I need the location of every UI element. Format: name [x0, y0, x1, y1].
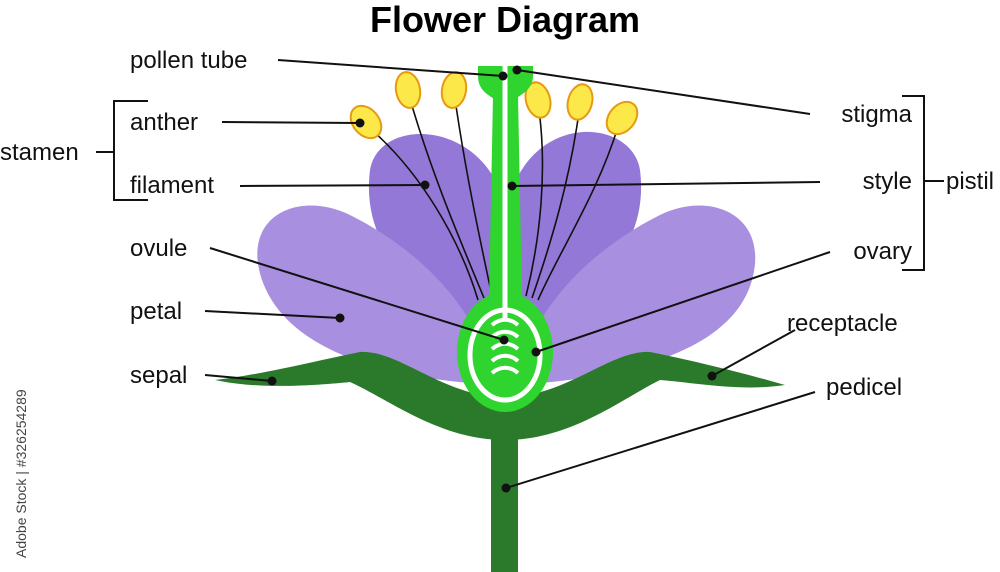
leader-dots — [267, 65, 717, 493]
leader-lines — [204, 59, 831, 489]
leader-pollen-tube — [277, 59, 504, 77]
leader-ovary — [535, 251, 831, 353]
label-filament: filament — [130, 172, 214, 199]
leader-stigma — [516, 69, 811, 115]
petal-front-right — [515, 205, 756, 385]
label-pedicel: pedicel — [826, 374, 902, 401]
label-petal: petal — [130, 298, 182, 325]
anther-5 — [566, 83, 594, 121]
leader-receptacle — [711, 329, 796, 377]
anther-1 — [349, 104, 383, 140]
anther-6 — [605, 100, 639, 136]
label-sepal: sepal — [130, 362, 187, 389]
ovules — [490, 317, 520, 375]
label-pistil: pistil — [946, 168, 994, 195]
anther-3 — [440, 71, 468, 109]
label-style: style — [863, 168, 912, 195]
leader-style — [511, 181, 821, 187]
sepal-receptacle — [215, 351, 785, 440]
petal-back-left — [368, 133, 500, 330]
label-ovary: ovary — [853, 238, 912, 265]
leader-sepal — [204, 374, 273, 382]
petal-front-left — [257, 205, 495, 385]
anther-4 — [524, 81, 552, 119]
stock-id: Adobe Stock | #326254289 — [13, 389, 29, 558]
labels: pollen tube anther filament stamen ovule… — [0, 47, 994, 401]
pistil-bracket — [902, 95, 925, 271]
label-ovule: ovule — [130, 235, 187, 262]
label-receptacle: receptacle — [787, 310, 898, 337]
anther-2 — [394, 71, 422, 109]
leader-petal — [204, 310, 341, 319]
leader-pedicel — [505, 391, 816, 489]
filaments — [365, 91, 621, 301]
pedicel-stem — [491, 420, 518, 572]
leader-filament — [239, 184, 426, 187]
diagram-title: Flower Diagram — [370, 0, 640, 40]
petal-back-right — [512, 131, 642, 330]
stamen-bracket — [113, 100, 148, 201]
leader-ovule — [209, 247, 505, 341]
label-stamen: stamen — [0, 139, 79, 166]
leader-anther — [221, 121, 361, 124]
label-stigma: stigma — [841, 101, 912, 128]
anthers — [349, 71, 639, 140]
label-pollen-tube: pollen tube — [130, 47, 247, 74]
label-anther: anther — [130, 109, 198, 136]
